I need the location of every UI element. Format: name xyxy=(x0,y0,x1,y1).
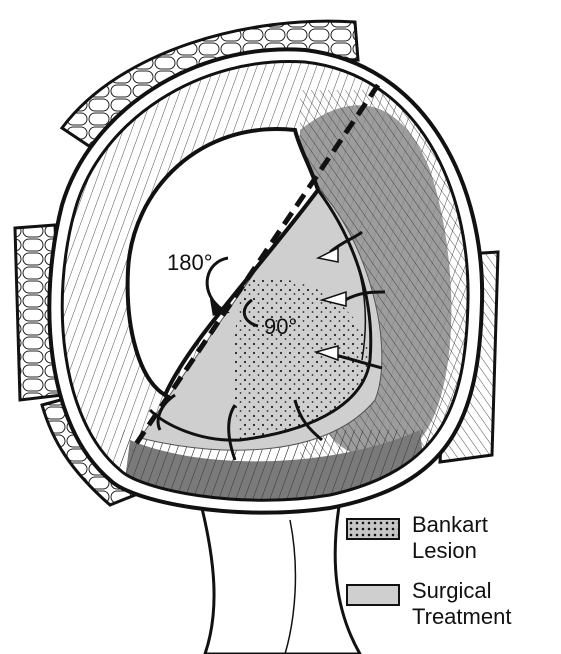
suture-anchor-1 xyxy=(329,230,363,254)
bankart-lesion-area xyxy=(233,278,371,440)
suture-anchor-4 xyxy=(156,393,176,431)
suture-anchor-6 xyxy=(293,399,323,442)
treatment-boundary-line xyxy=(129,83,381,452)
anchor-tip-2 xyxy=(319,290,347,307)
legend-item-surgical-treatment: Surgical Treatment xyxy=(346,578,556,630)
bankart-lesion-swatch xyxy=(346,518,400,540)
legend-text-line: Treatment xyxy=(412,604,512,629)
glenoid xyxy=(125,127,321,398)
legend-label-bankart-lesion: Bankart Lesion xyxy=(412,512,488,564)
angle-arrows xyxy=(205,256,259,328)
anchor-tip-1 xyxy=(315,246,339,263)
angle-label-180: 180° xyxy=(167,250,213,275)
arrow-90 xyxy=(242,298,259,328)
anchor-tip-3 xyxy=(313,345,339,362)
humerus-shaft xyxy=(198,498,362,654)
suture-anchor-5 xyxy=(227,404,237,461)
legend-item-bankart-lesion: Bankart Lesion xyxy=(346,512,556,564)
legend-text-line: Surgical xyxy=(412,578,492,603)
legend: Bankart Lesion Surgical Treatment xyxy=(346,512,556,644)
suture-anchor-3 xyxy=(334,353,383,370)
surgical-treatment-swatch xyxy=(346,584,400,606)
suture-anchors xyxy=(156,230,386,461)
angle-label-90: 90° xyxy=(264,314,297,339)
legend-label-surgical-treatment: Surgical Treatment xyxy=(412,578,511,630)
legend-text-line: Bankart xyxy=(412,512,488,537)
suture-anchor-2 xyxy=(344,290,386,302)
legend-text-line: Lesion xyxy=(412,538,477,563)
arrow-180 xyxy=(205,256,229,308)
